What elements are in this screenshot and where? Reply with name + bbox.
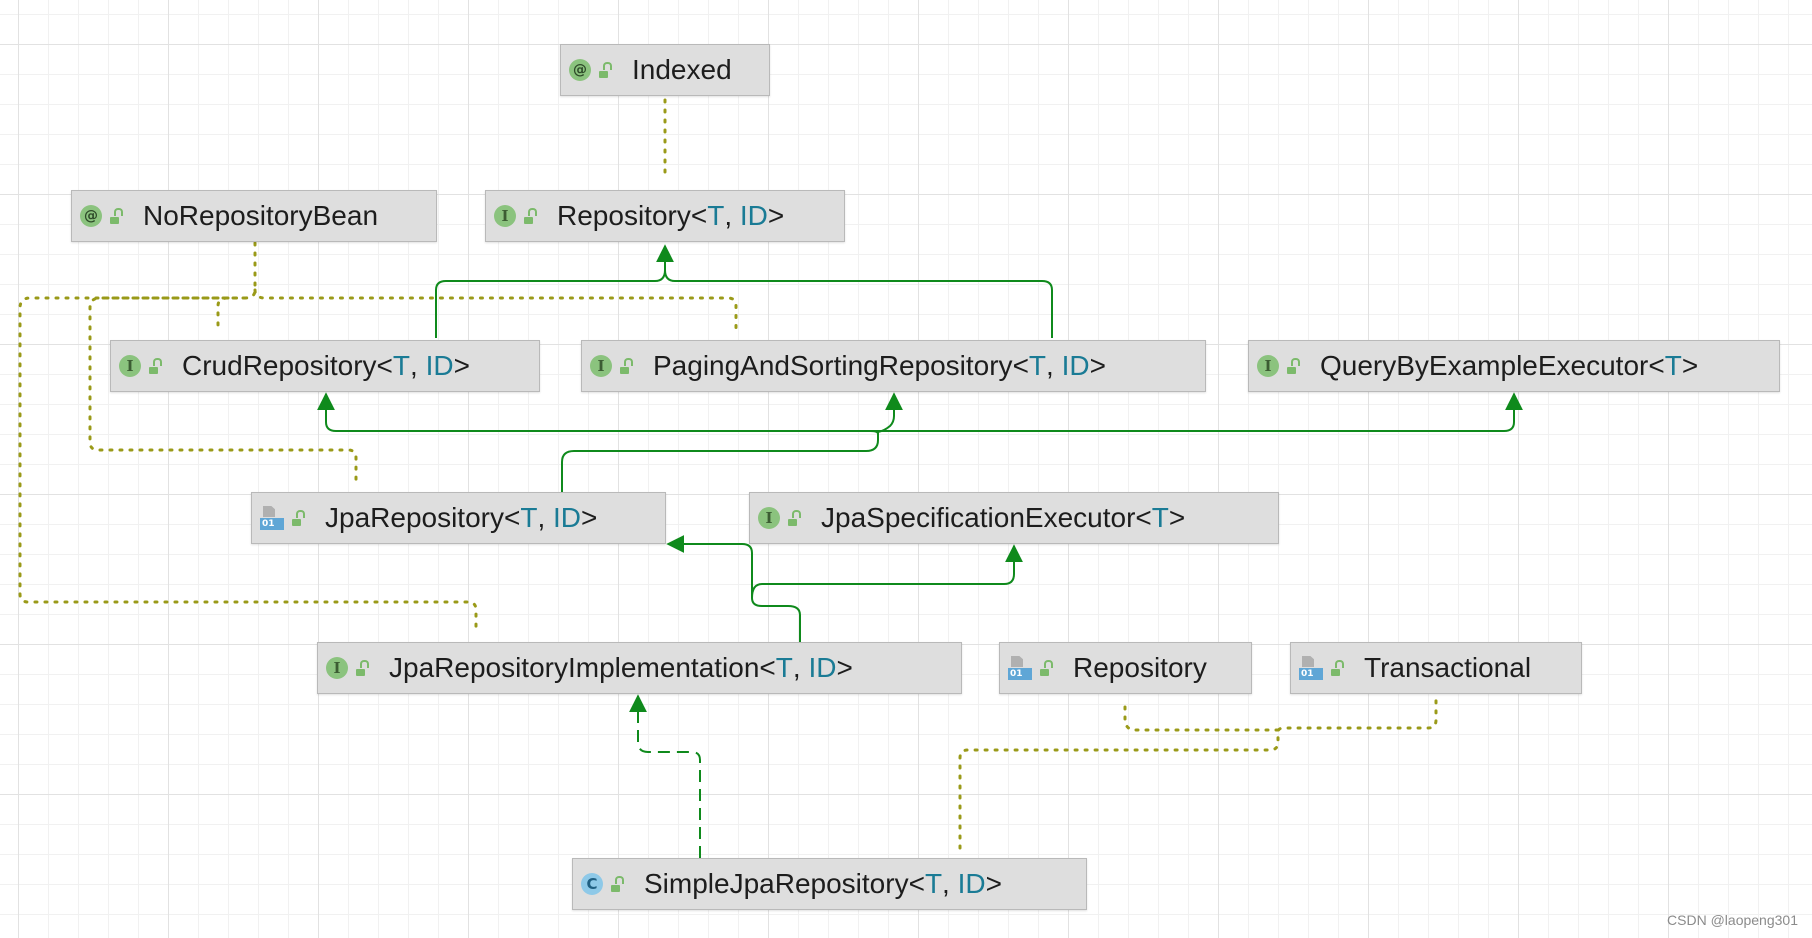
annotation-icon: @	[569, 59, 591, 81]
library-file-icon: 01	[1008, 656, 1032, 680]
lock-icon	[1331, 659, 1344, 676]
lock-icon	[1287, 357, 1300, 374]
node-indexed[interactable]: @ Indexed	[560, 44, 770, 96]
node-label: QueryByExampleExecutor	[1320, 350, 1649, 381]
generic-param: T	[392, 350, 410, 381]
node-label: Repository	[1073, 652, 1207, 683]
generic-param: T	[1151, 502, 1169, 533]
lock-icon	[599, 61, 612, 78]
node-label: JpaRepositoryImplementation	[389, 652, 760, 683]
generic-param: ID	[425, 350, 454, 381]
node-label: PagingAndSortingRepository	[653, 350, 1013, 381]
edge-jpa-to-qbe	[870, 392, 1523, 432]
edge-simplejpa-to-jparepoimpl	[629, 694, 701, 858]
generic-param: ID	[739, 200, 768, 231]
generic-param: T	[775, 652, 793, 683]
generic-param: T	[520, 502, 538, 533]
node-jpa-repository[interactable]: 01 JpaRepository<T, ID>	[251, 492, 666, 544]
annotation-icon: @	[80, 205, 102, 227]
node-jpa-specification-executor[interactable]: I JpaSpecificationExecutor<T>	[749, 492, 1279, 544]
node-repository-generic[interactable]: I Repository<T, ID>	[485, 190, 845, 242]
lock-icon	[788, 509, 801, 526]
generic-param: T	[924, 868, 943, 899]
node-query-by-example-executor[interactable]: I QueryByExampleExecutor<T>	[1248, 340, 1780, 392]
edge-paging-to-repository	[664, 246, 1053, 338]
lock-icon	[620, 357, 633, 374]
node-label: NoRepositoryBean	[143, 200, 379, 231]
generic-param: ID	[1061, 350, 1090, 381]
edge-jpa-to-crud	[317, 392, 879, 492]
watermark: CSDN @laopeng301	[1667, 912, 1798, 928]
edge-jparepoimpl-to-jpa	[666, 535, 801, 642]
node-repository-annotation[interactable]: 01 Repository	[999, 642, 1252, 694]
node-jpa-repository-implementation[interactable]: I JpaRepositoryImplementation<T, ID>	[317, 642, 962, 694]
edge-crud-to-repository	[435, 244, 674, 338]
generic-param: T	[1028, 350, 1047, 381]
node-label: Indexed	[632, 54, 732, 85]
edge-jparepoimpl-to-jpaspec	[751, 544, 1023, 599]
class-icon: C	[581, 873, 603, 895]
edge-paging-to-norepositorybean	[253, 288, 738, 332]
generic-param: ID	[957, 868, 986, 899]
library-file-icon: 01	[260, 506, 284, 530]
generic-param: ID	[553, 502, 582, 533]
node-crud-repository[interactable]: I CrudRepository<T, ID>	[110, 340, 540, 392]
lock-icon	[1040, 659, 1053, 676]
lock-icon	[611, 875, 624, 892]
node-label: SimpleJpaRepository	[644, 868, 909, 899]
edge-jpa-to-norepositorybean	[88, 296, 358, 482]
edge-jparepoimpl-to-norepositorybean	[18, 296, 478, 634]
generic-param: T	[707, 200, 725, 231]
lock-icon	[292, 509, 305, 526]
node-transactional[interactable]: 01 Transactional	[1290, 642, 1582, 694]
lock-icon	[356, 659, 369, 676]
edge-simplejpa-to-repository-annotation	[958, 698, 1438, 850]
node-no-repository-bean[interactable]: @ NoRepositoryBean	[71, 190, 437, 242]
edge-simplejpa-to-transactional	[1123, 698, 1280, 732]
edge-jpa-to-paging	[877, 392, 903, 434]
node-label: CrudRepository	[182, 350, 377, 381]
node-label: Repository	[557, 200, 691, 231]
node-label: JpaRepository	[325, 502, 504, 533]
edge-crud-to-norepositorybean	[216, 241, 257, 332]
generic-param: ID	[808, 652, 837, 683]
interface-icon: I	[119, 355, 141, 377]
node-label: JpaSpecificationExecutor	[821, 502, 1136, 533]
lock-icon	[110, 207, 123, 224]
library-file-icon: 01	[1299, 656, 1323, 680]
interface-icon: I	[494, 205, 516, 227]
interface-icon: I	[326, 657, 348, 679]
interface-icon: I	[590, 355, 612, 377]
interface-icon: I	[758, 507, 780, 529]
node-paging-sorting-repository[interactable]: I PagingAndSortingRepository<T, ID>	[581, 340, 1206, 392]
lock-icon	[524, 207, 537, 224]
lock-icon	[149, 357, 162, 374]
generic-param: T	[1664, 350, 1682, 381]
node-label: Transactional	[1364, 652, 1532, 683]
node-simple-jpa-repository[interactable]: C SimpleJpaRepository<T, ID>	[572, 858, 1087, 910]
interface-icon: I	[1257, 355, 1279, 377]
